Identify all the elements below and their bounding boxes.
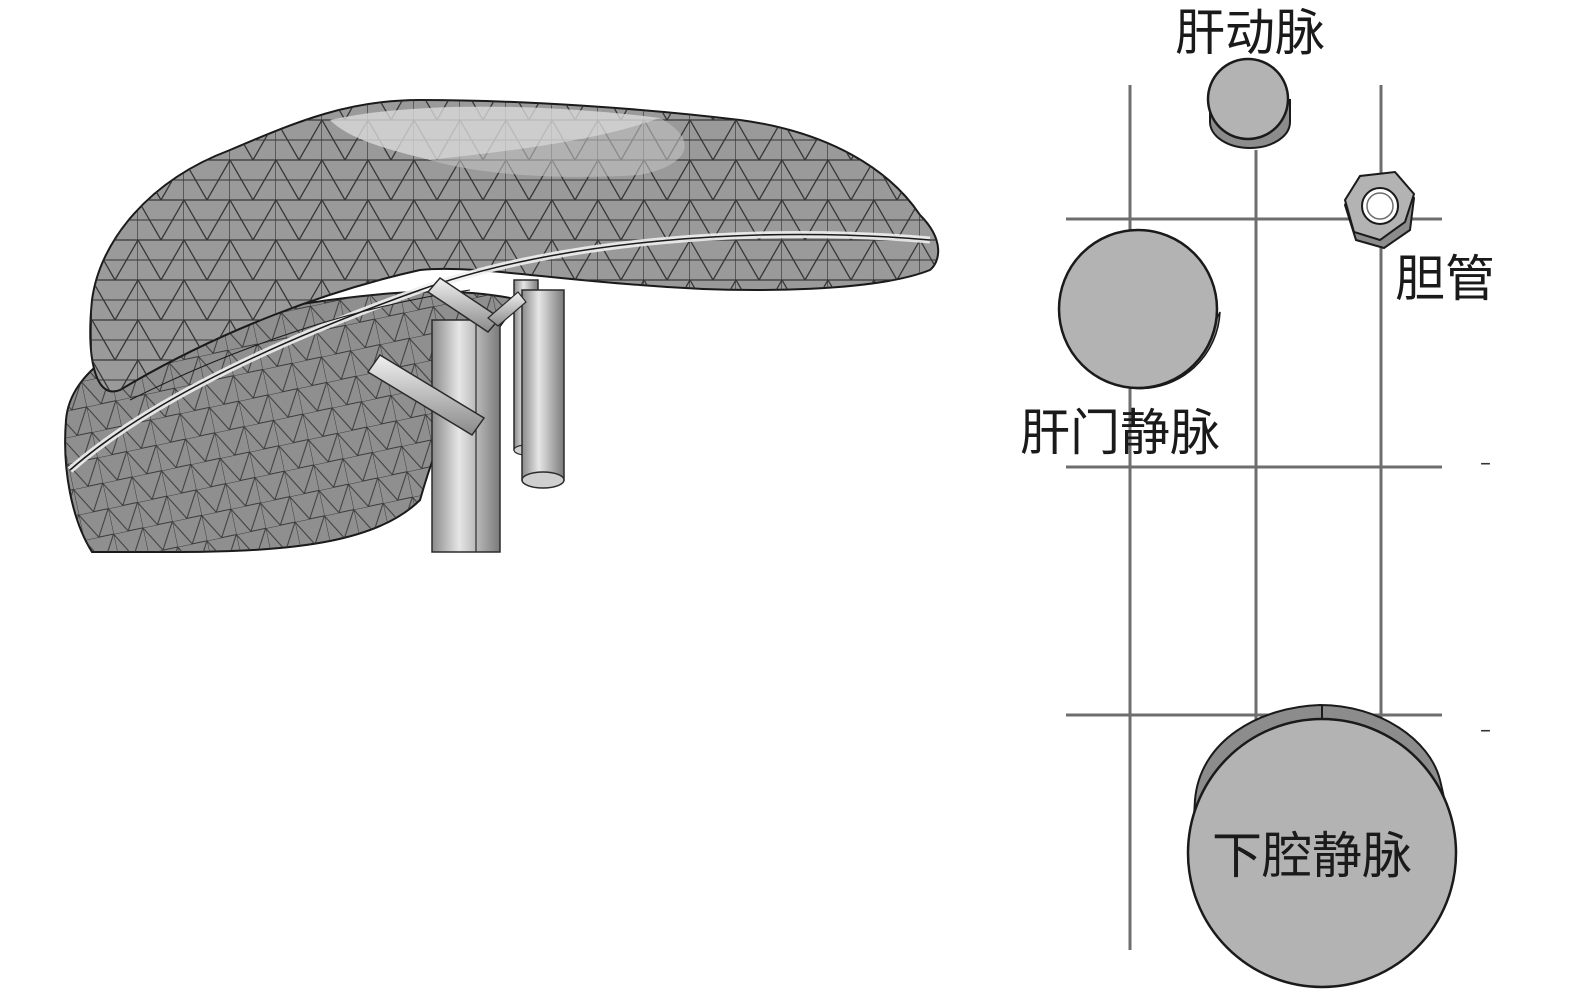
label-hepatic-portal-vein: 肝门静脉 (1020, 404, 1220, 462)
label-inferior-vena-cava: 下腔静脉 (1212, 827, 1412, 885)
tick-mark-lower: – (1480, 718, 1491, 743)
label-hepatic-artery: 肝动脉 (1175, 4, 1325, 62)
liver-vessel-stubs (366, 277, 565, 553)
cross-section-schematic: – – 肝动脉 胆管 肝门静脉 下腔静脉 (1020, 4, 1495, 989)
tick-mark-upper: – (1480, 451, 1491, 476)
bile-duct-tube (1343, 170, 1416, 250)
inferior-vena-cava-cylinder (1186, 703, 1458, 989)
hepatic-portal-vein-cylinder (1057, 228, 1221, 390)
label-bile-duct: 胆管 (1395, 250, 1495, 308)
hepatic-artery-cylinder (1206, 57, 1291, 149)
liver-mesh-model (64, 98, 940, 553)
